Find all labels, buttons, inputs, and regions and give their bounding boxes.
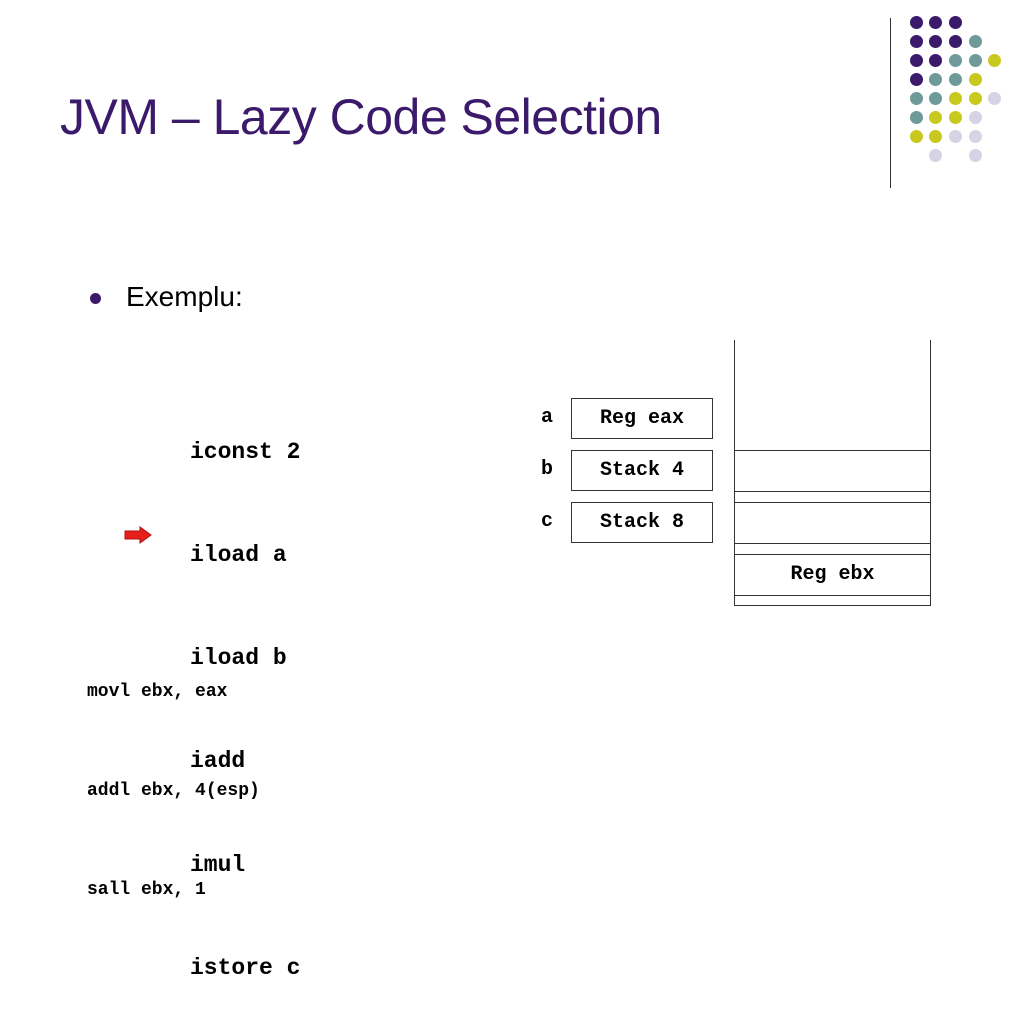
decor-dot [949,73,962,86]
decor-dot [949,35,962,48]
decor-dot [969,54,982,67]
bullet-dot [90,293,101,304]
decor-dot [988,54,1001,67]
decor-dot [910,16,923,29]
red-right-arrow-icon [124,526,152,544]
decor-dot [910,35,923,48]
assembly-line: movl ebx, eax [87,682,228,702]
decor-dot [949,130,962,143]
decor-dot [910,73,923,86]
stack-slot-line [734,595,931,596]
assembly-listing: movl ebx, eax addl ebx, 4(esp) sall ebx,… [87,610,260,940]
decor-dot [929,16,942,29]
bytecode-line: istore c [190,954,301,981]
decor-dot [969,92,982,105]
stack-slot-line [734,502,931,503]
stack-left-edge [734,340,735,606]
variable-label-b: b [540,458,553,481]
decor-dot [969,149,982,162]
decor-dot [910,111,923,124]
stack-slot-line [734,450,931,451]
location-box-b: Stack 4 [571,450,713,491]
bytecode-line: iload b [190,645,287,672]
decor-dot [949,54,962,67]
decor-dot [929,111,942,124]
decor-dot [949,16,962,29]
decor-dot [929,54,942,67]
location-box-c: Stack 8 [571,502,713,543]
stack-slot-line [734,554,931,555]
decor-dot [969,130,982,143]
decor-dot [929,92,942,105]
decor-dot [949,111,962,124]
decorative-divider [890,18,891,188]
stack-slot-line [734,491,931,492]
stack-right-edge [930,340,931,606]
decor-dot [969,111,982,124]
decorative-dot-grid [908,14,1008,174]
decor-dot [910,54,923,67]
bytecode-line: iconst 2 [190,438,301,465]
stack-slot-line [734,543,931,544]
slide-title: JVM – Lazy Code Selection [60,89,662,145]
decor-dot [910,92,923,105]
variable-label-c: c [540,510,553,533]
assembly-line: sall ebx, 1 [87,880,206,900]
decor-dot [929,149,942,162]
decor-dot [988,92,1001,105]
stack-slot-line [734,605,931,606]
decor-dot [910,130,923,143]
decor-dot [929,73,942,86]
bytecode-line: iload a [190,542,287,569]
decor-dot [969,73,982,86]
decor-dot [929,130,942,143]
assembly-line: addl ebx, 4(esp) [87,781,260,801]
variable-label-a: a [540,406,553,429]
location-box-a: Reg eax [571,398,713,439]
decor-dot [969,35,982,48]
decor-dot [949,92,962,105]
stack-top-entry: Reg ebx [790,562,875,586]
bullet-text: Exemplu: [126,281,243,312]
decor-dot [929,35,942,48]
